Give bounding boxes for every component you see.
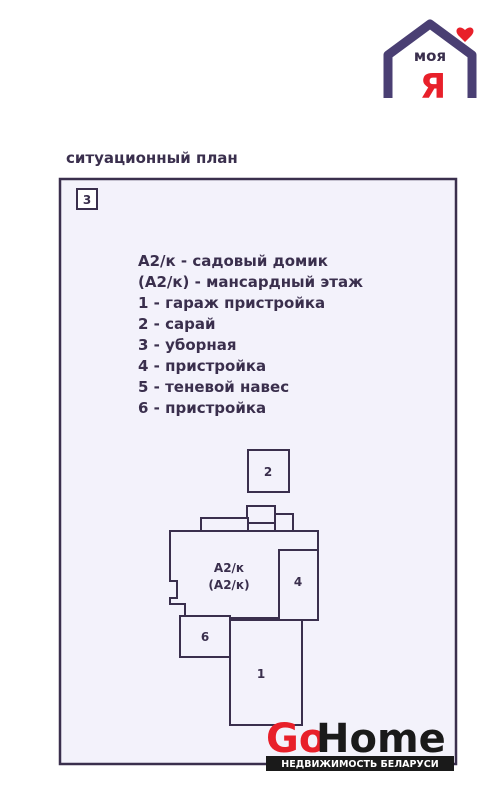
legend-item: 1 - гараж пристройка: [138, 294, 325, 312]
building-barn: [247, 449, 290, 493]
building-annex-4: [278, 549, 319, 621]
building-plan: [169, 449, 319, 726]
moya-ya-logo: моя Я: [383, 19, 477, 107]
legend-item: 3 - уборная: [138, 336, 237, 354]
logo-word-main: Я: [420, 67, 446, 107]
label-barn: 2: [264, 465, 272, 479]
watermark-go: Go: [266, 716, 326, 762]
legend-item: А2/к - садовый домик: [138, 252, 328, 270]
label-house-main: А2/к: [214, 561, 244, 575]
watermark-tagline: НЕДВИЖИМОСТЬ БЕЛАРУСИ: [281, 759, 438, 770]
logo-roof: [383, 19, 477, 98]
heart-icon: [456, 27, 474, 42]
label-house-attic: (А2/к): [208, 578, 249, 592]
legend: А2/к - садовый домик (А2/к) - мансардный…: [138, 252, 363, 417]
building-labels: 2 А2/к (А2/к) 4 6 1: [201, 465, 302, 681]
building-top-right: [274, 513, 294, 533]
legend-item: 2 - сарай: [138, 315, 216, 333]
label-annex-6: 6: [201, 630, 209, 644]
sheet-number: 3: [83, 193, 91, 207]
label-annex-4: 4: [294, 575, 302, 589]
legend-item: (А2/к) - мансардный этаж: [138, 273, 363, 291]
gohome-watermark: Go Home НЕДВИЖИМОСТЬ БЕЛАРУСИ: [266, 716, 454, 771]
watermark-home: Home: [316, 716, 446, 762]
legend-item: 5 - теневой навес: [138, 378, 289, 396]
legend-item: 6 - пристройка: [138, 399, 266, 417]
building-top-strip: [200, 517, 249, 532]
building-garage: [229, 619, 303, 726]
building-top-block: [246, 505, 276, 524]
logo-word-top: моя: [414, 47, 446, 65]
label-garage: 1: [257, 667, 265, 681]
legend-item: 4 - пристройка: [138, 357, 266, 375]
sheet-number-box: [76, 188, 98, 210]
watermark-tagline-bar: [266, 756, 454, 771]
building-annex-6: [179, 615, 231, 658]
plan-title: ситуационный план: [66, 149, 238, 167]
